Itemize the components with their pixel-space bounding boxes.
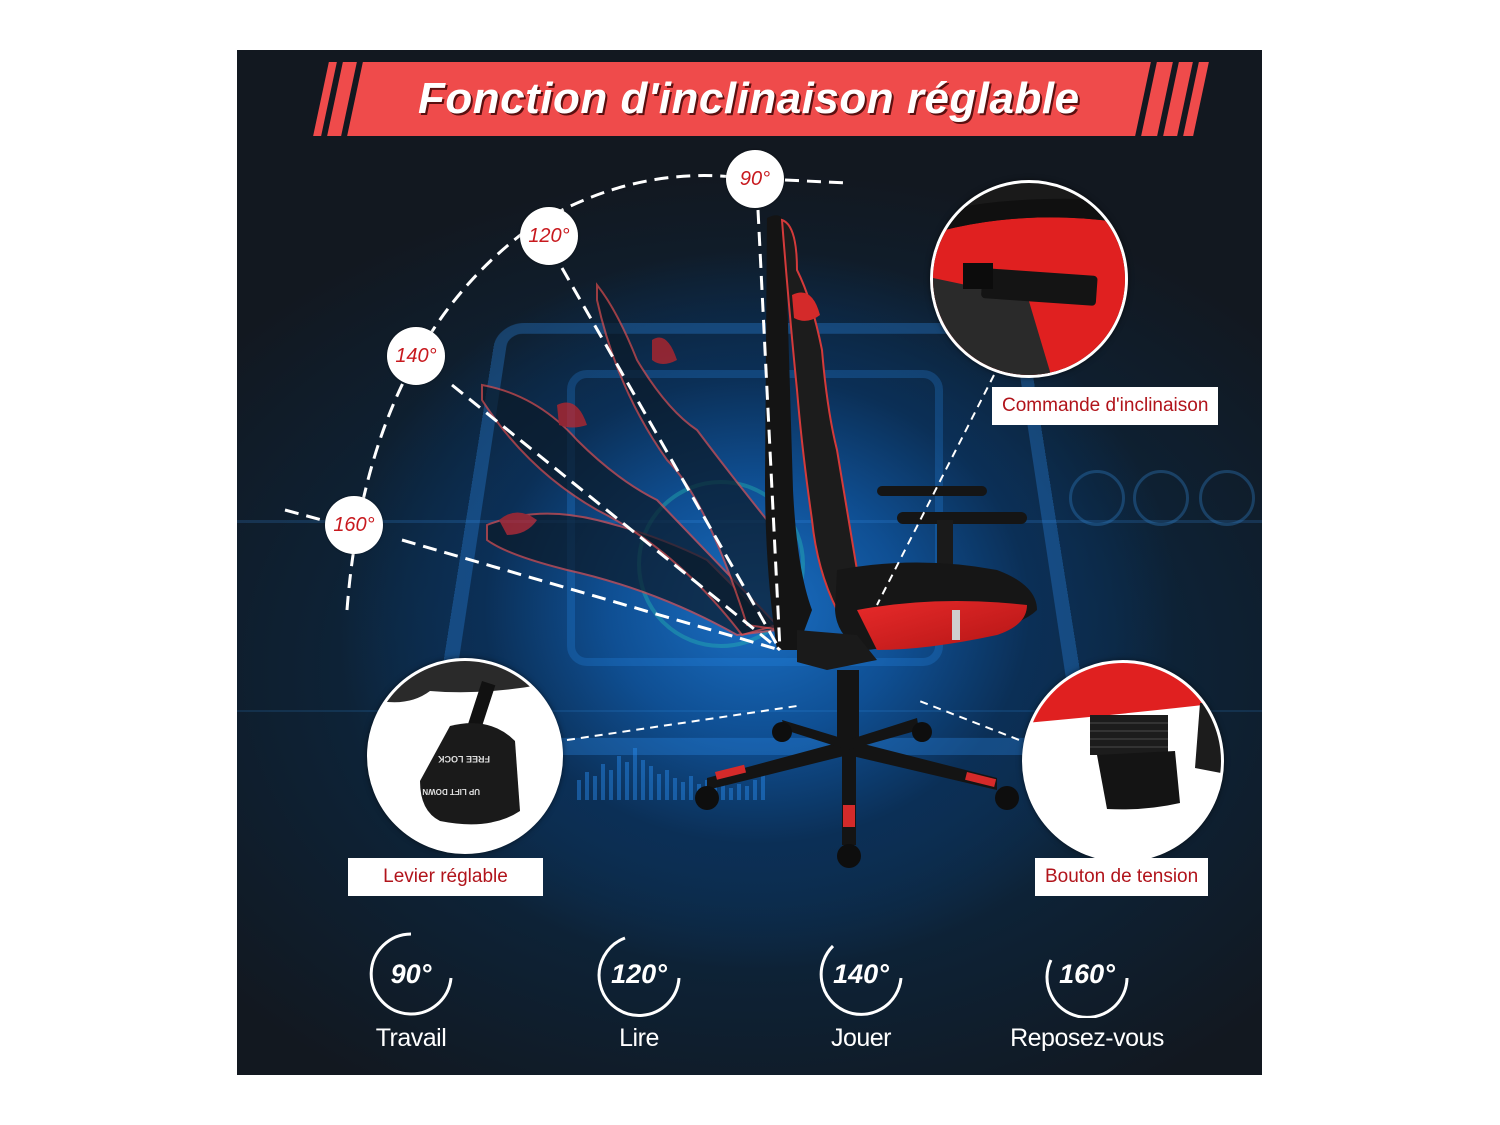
tension-knob-detail	[1025, 663, 1221, 810]
mode-rest: 160° Reposez-vous	[1007, 930, 1167, 1053]
ring-icon: 120°	[595, 930, 683, 1018]
background-gauge	[1069, 470, 1125, 526]
zoom-adjustable-lever: FREE LOCK UP LIFT DOWN	[367, 658, 563, 854]
mode-label: Travail	[375, 1024, 447, 1052]
mode-label: Lire	[619, 1024, 659, 1052]
mode-degree: 90°	[390, 958, 432, 989]
ring-icon: 140°	[817, 930, 905, 1018]
angle-label: 140°	[395, 344, 437, 367]
chair-illustration	[695, 215, 1037, 868]
angle-marker-160: 160°	[325, 496, 383, 554]
recline-rays	[401, 209, 782, 652]
angle-marker-120: 120°	[520, 207, 578, 265]
svg-text:FREE LOCK: FREE LOCK	[437, 754, 490, 764]
mode-degree: 160°	[1059, 958, 1115, 989]
recline-diagram	[284, 174, 1037, 868]
mode-degree: 140°	[833, 958, 889, 989]
mode-read: 120° Lire	[559, 930, 719, 1053]
mode-label: Reposez-vous	[1010, 1024, 1164, 1052]
mode-label: Jouer	[830, 1024, 892, 1052]
ring-icon: 90°	[367, 930, 455, 1018]
angle-label: 120°	[528, 224, 570, 247]
angle-label: 160°	[333, 513, 375, 536]
background-gauge	[1199, 470, 1255, 526]
angle-label: 90°	[739, 167, 771, 190]
product-image-panel: Fonction d'inclinaison réglable	[237, 50, 1262, 1075]
callout-tilt-control: Commande d'inclinaison	[992, 387, 1219, 425]
callout-tension-knob: Bouton de tension	[1035, 858, 1209, 896]
recline-arc	[345, 174, 758, 611]
ghost-backrest-160	[486, 512, 780, 637]
ring-icon: 160°	[1043, 930, 1131, 1018]
callout-leaders	[566, 374, 1033, 746]
callout-adjustable-lever: Levier réglable	[348, 858, 543, 896]
ghost-backrest-140	[481, 383, 779, 637]
zoom-tilt-control	[930, 180, 1128, 378]
mode-play: 140° Jouer	[781, 930, 941, 1053]
background-line	[237, 710, 1262, 712]
zoom-tension-knob	[1022, 660, 1224, 862]
svg-text:UP LIFT DOWN: UP LIFT DOWN	[422, 787, 480, 796]
tilt-handle-detail	[933, 198, 1125, 375]
background-gauge	[1133, 470, 1189, 526]
lever-detail: FREE LOCK UP LIFT DOWN	[370, 661, 560, 825]
mode-work: 90° Travail	[331, 930, 491, 1053]
mode-degree: 120°	[611, 958, 667, 989]
angle-marker-90: 90°	[726, 150, 784, 208]
angle-marker-140: 140°	[387, 327, 445, 385]
